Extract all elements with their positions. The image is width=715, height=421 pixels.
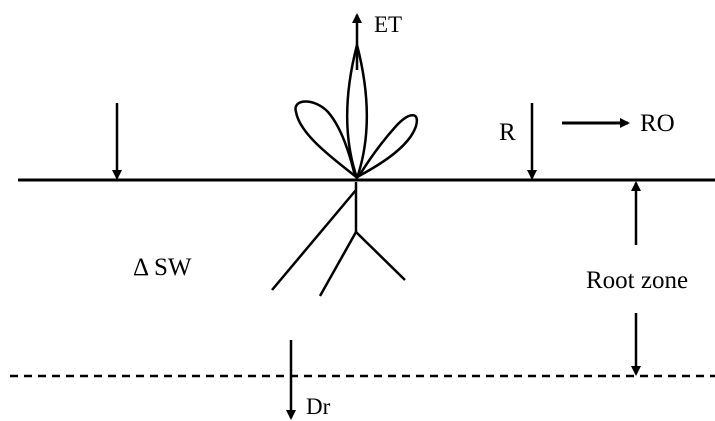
rainfall-label: R [499, 119, 516, 146]
plant-right-leaf [355, 114, 419, 180]
et-label: ET [374, 12, 402, 37]
soil-water-change-label: Δ SW [133, 254, 192, 281]
plant-center-leaf [346, 40, 368, 182]
drainage-label: Dr [306, 394, 331, 419]
plant-roots [271, 182, 406, 297]
plant-left-leaf [294, 100, 358, 180]
root-zone-label: Root zone [586, 267, 688, 294]
runoff-label: RO [640, 110, 675, 137]
